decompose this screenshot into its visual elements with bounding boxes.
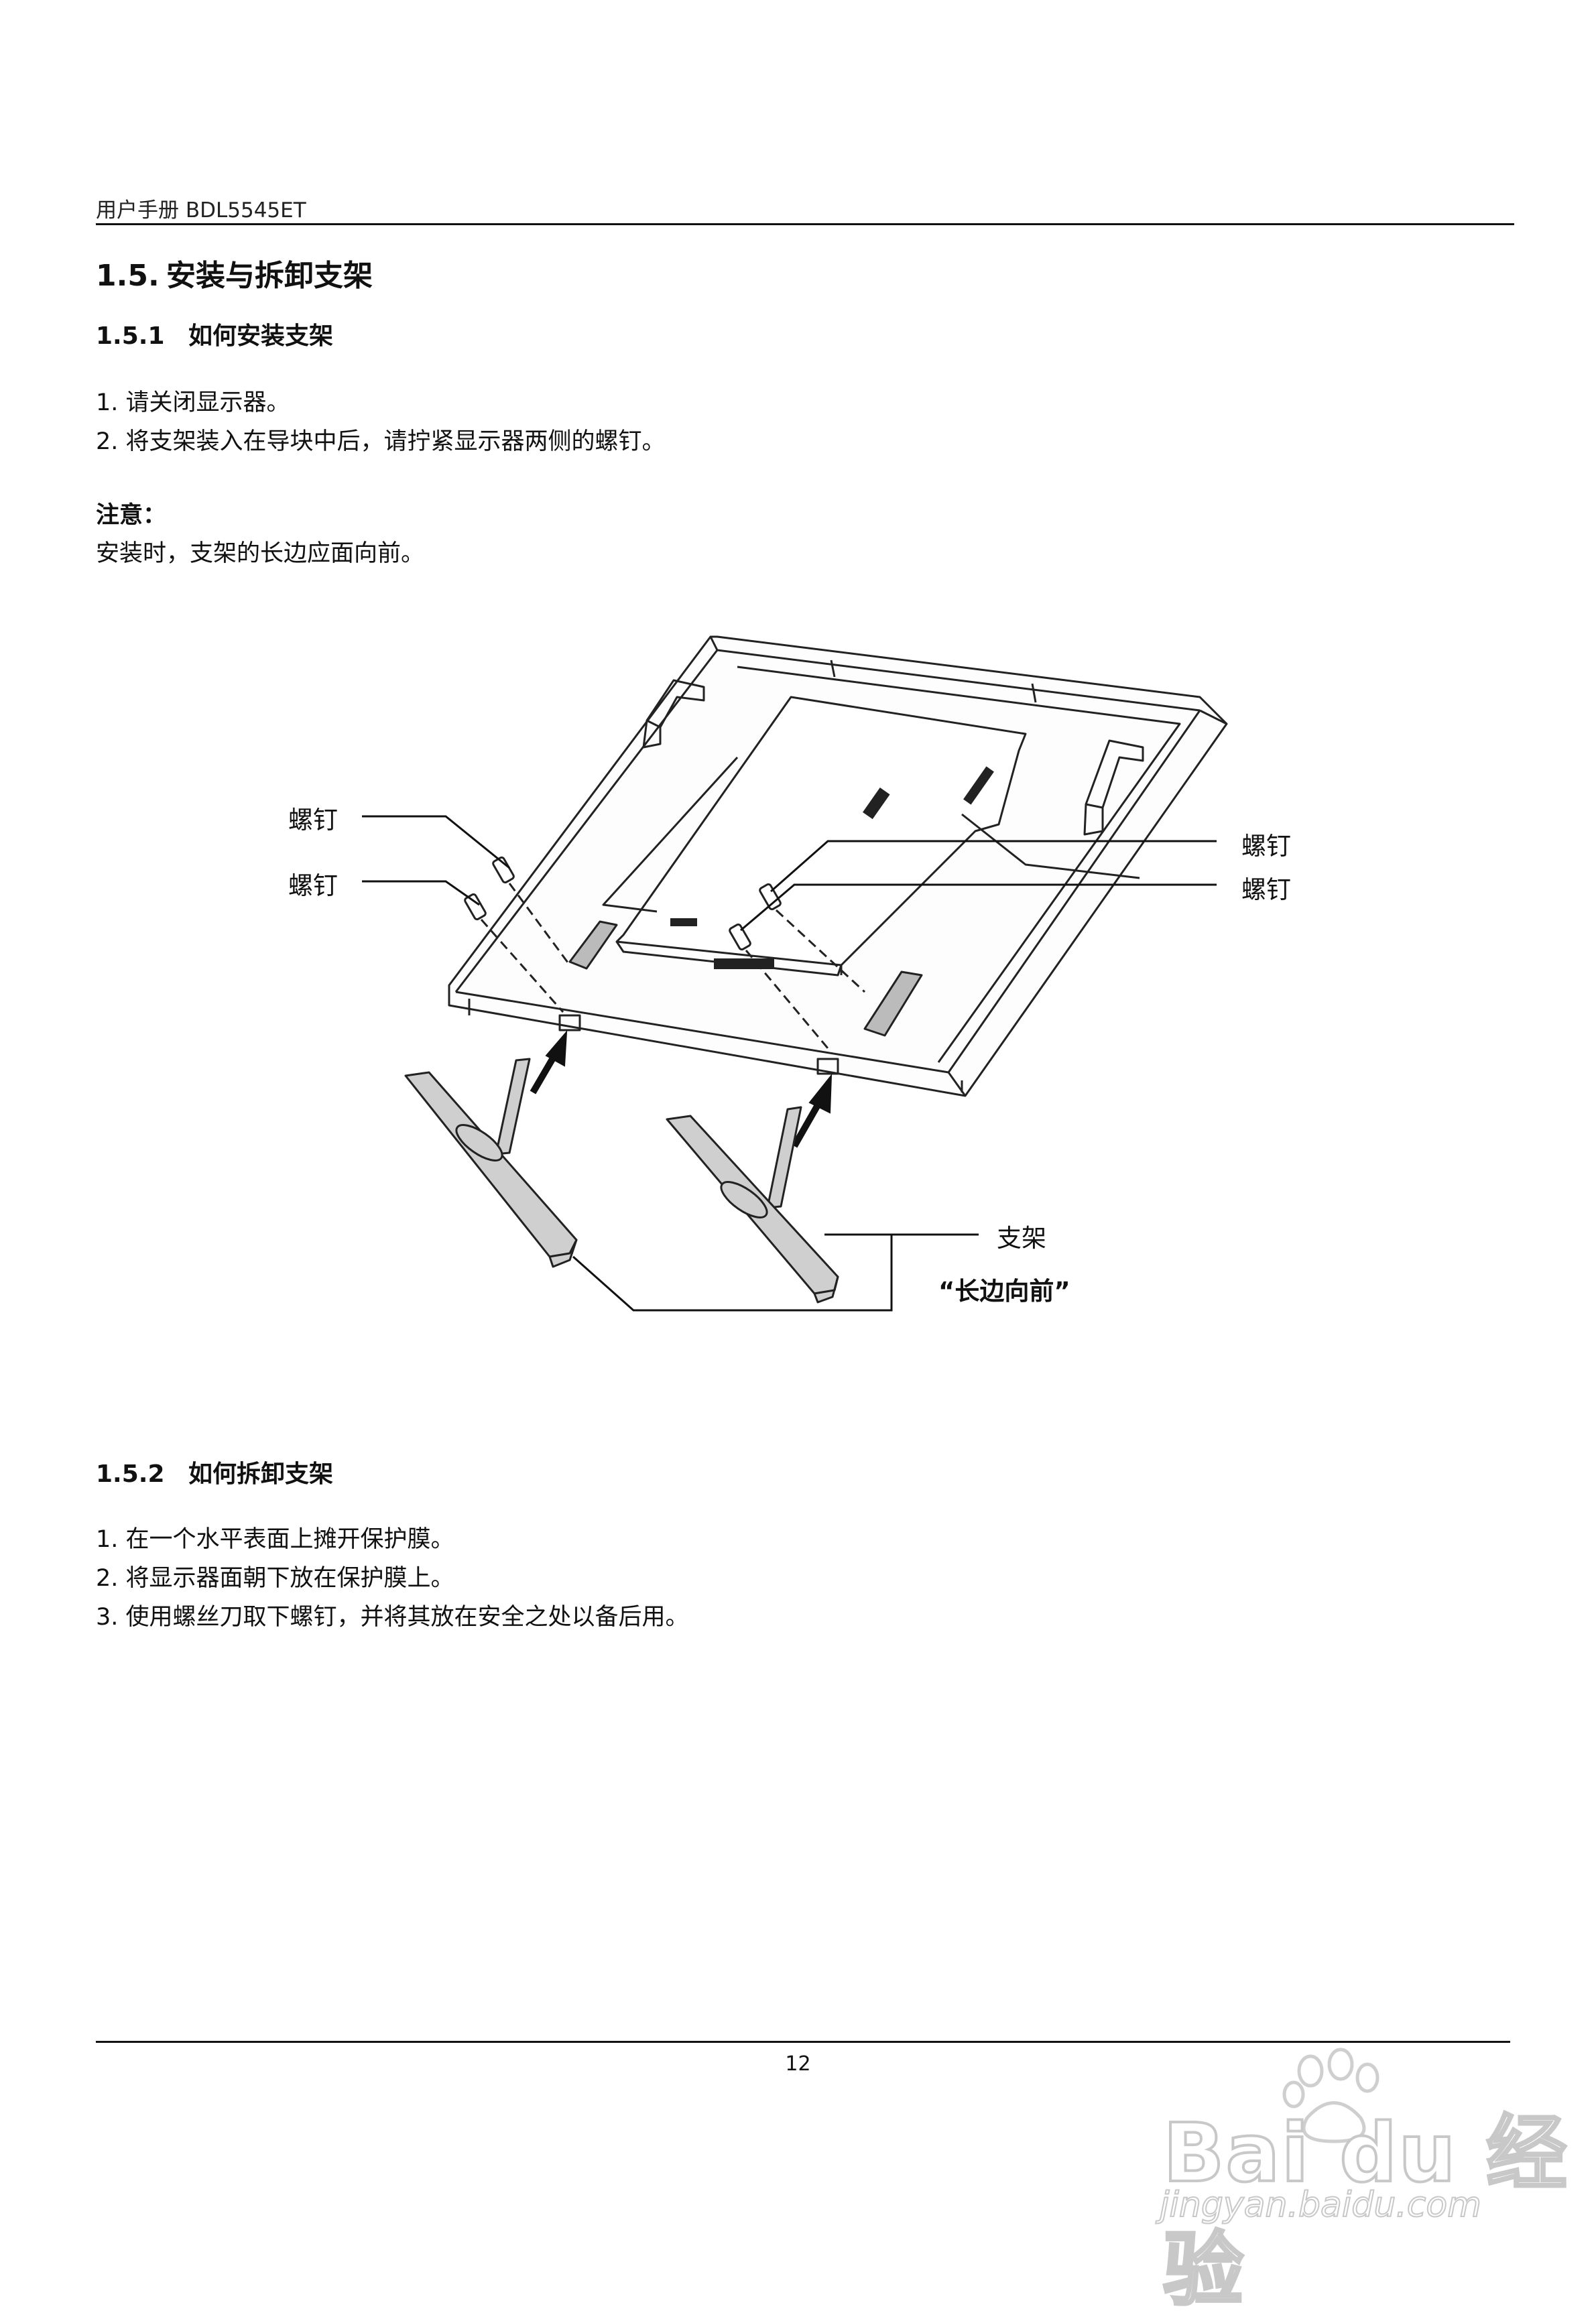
electronics-box xyxy=(602,696,1140,977)
label-screw-left-2: 螺钉 xyxy=(288,871,338,900)
stand-slot-left xyxy=(558,1014,581,1031)
remove-title: 如何拆卸支架 xyxy=(188,1460,334,1488)
vent-grille xyxy=(863,787,890,820)
stand-left xyxy=(404,1058,578,1268)
label-stand: 支架 xyxy=(997,1224,1046,1253)
remove-step-2: 2. 将显示器面朝下放在保护膜上。 xyxy=(96,1565,454,1592)
speaker-right xyxy=(863,970,923,1037)
remove-heading: 1.5.2 如何拆卸支架 xyxy=(96,1454,333,1489)
remove-step-3: 3. 使用螺丝刀取下螺钉，并将其放在安全之处以备后用。 xyxy=(96,1604,689,1631)
install-step-1: 1. 请关闭显示器。 xyxy=(96,389,290,416)
leader-screw-left-2 xyxy=(362,880,480,906)
stand-installation-diagram xyxy=(362,635,1228,1312)
leader-screw-right-1 xyxy=(770,840,1217,893)
label-screw-left-1: 螺钉 xyxy=(288,806,338,834)
connector-block xyxy=(670,918,697,926)
leader-screw-left-1 xyxy=(362,815,510,869)
baidu-paw-icon xyxy=(1282,2048,1379,2143)
section-heading: 1.5.安装与拆卸支架 xyxy=(96,251,373,294)
stand-slot-right xyxy=(816,1058,839,1075)
screw-right-1 xyxy=(759,883,866,993)
note-text: 安装时，支架的长边应面向前。 xyxy=(96,540,425,567)
leader-screw-right-2 xyxy=(740,883,1217,932)
section-title: 安装与拆卸支架 xyxy=(166,259,373,293)
io-ports xyxy=(714,958,774,969)
page-number: 12 xyxy=(785,2052,811,2076)
insert-arrow-right xyxy=(791,1074,833,1148)
section-number: 1.5. xyxy=(96,259,160,293)
side-ports xyxy=(963,766,994,805)
leader-stand xyxy=(572,1233,979,1312)
label-screw-right-1: 螺钉 xyxy=(1241,832,1291,861)
install-heading: 1.5.1 如何安装支架 xyxy=(96,316,333,351)
remove-step-1: 1. 在一个水平表面上摊开保护膜。 xyxy=(96,1526,454,1553)
stand-right xyxy=(666,1106,839,1304)
speaker-left xyxy=(568,920,618,970)
handle-right xyxy=(1083,739,1144,836)
label-screw-right-2: 螺钉 xyxy=(1241,875,1291,904)
screw-left-2 xyxy=(464,893,564,1013)
insert-arrow-left xyxy=(530,1030,568,1094)
header-rule xyxy=(96,223,1514,225)
baidu-watermark: Bai du 经验 jingyan.baidu.com xyxy=(1140,2031,1569,2318)
note-label: 注意： xyxy=(96,502,167,529)
install-number: 1.5.1 xyxy=(96,322,165,350)
install-step-2: 2. 将支架装入在导块中后，请拧紧显示器两侧的螺钉。 xyxy=(96,428,666,455)
watermark-url: jingyan.baidu.com xyxy=(1159,2184,1482,2226)
footer-rule xyxy=(96,2041,1510,2043)
screw-right-2 xyxy=(729,923,833,1053)
remove-number: 1.5.2 xyxy=(96,1460,165,1488)
header-title: 用户手册 BDL5545ET xyxy=(96,198,306,223)
install-title: 如何安装支架 xyxy=(188,322,334,350)
handle-left xyxy=(642,679,705,749)
label-long-side-front: “长边向前” xyxy=(938,1277,1070,1306)
